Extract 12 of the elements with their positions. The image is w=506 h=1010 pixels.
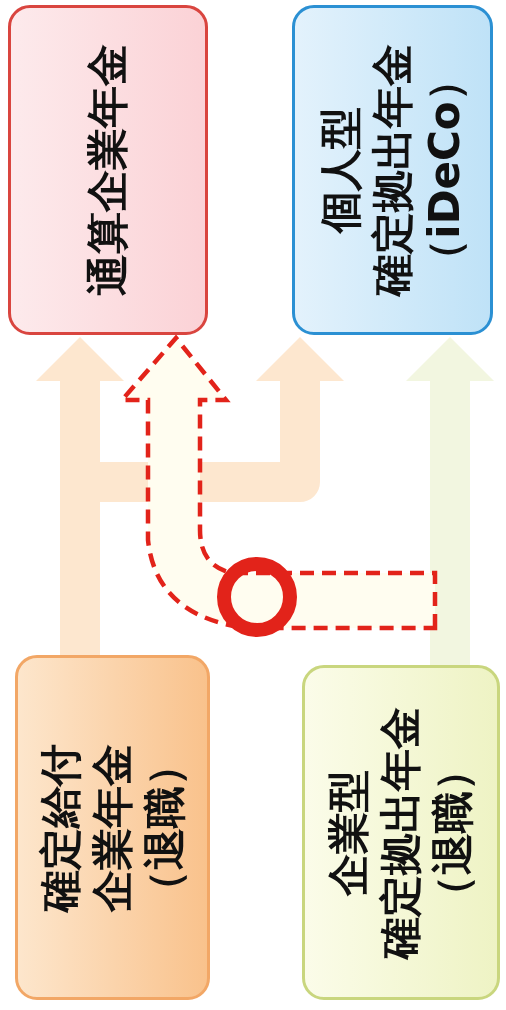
box-label: 確定拠出年金（退職）: [375, 705, 478, 962]
arrow: [406, 337, 494, 665]
box-label: 通算企業年金: [82, 43, 133, 298]
box-label: 確定給付企業年金（退職）: [34, 742, 190, 915]
box-label: 企業型: [323, 768, 374, 899]
pension-box: [302, 665, 500, 1000]
pension-box: [8, 5, 208, 335]
box-label: 個人型: [314, 106, 366, 236]
box-label: 確定拠出年金（iDeCo）: [366, 43, 470, 299]
pension-box: [15, 655, 210, 1000]
pension-box: [292, 5, 493, 335]
arrow: [119, 335, 438, 631]
